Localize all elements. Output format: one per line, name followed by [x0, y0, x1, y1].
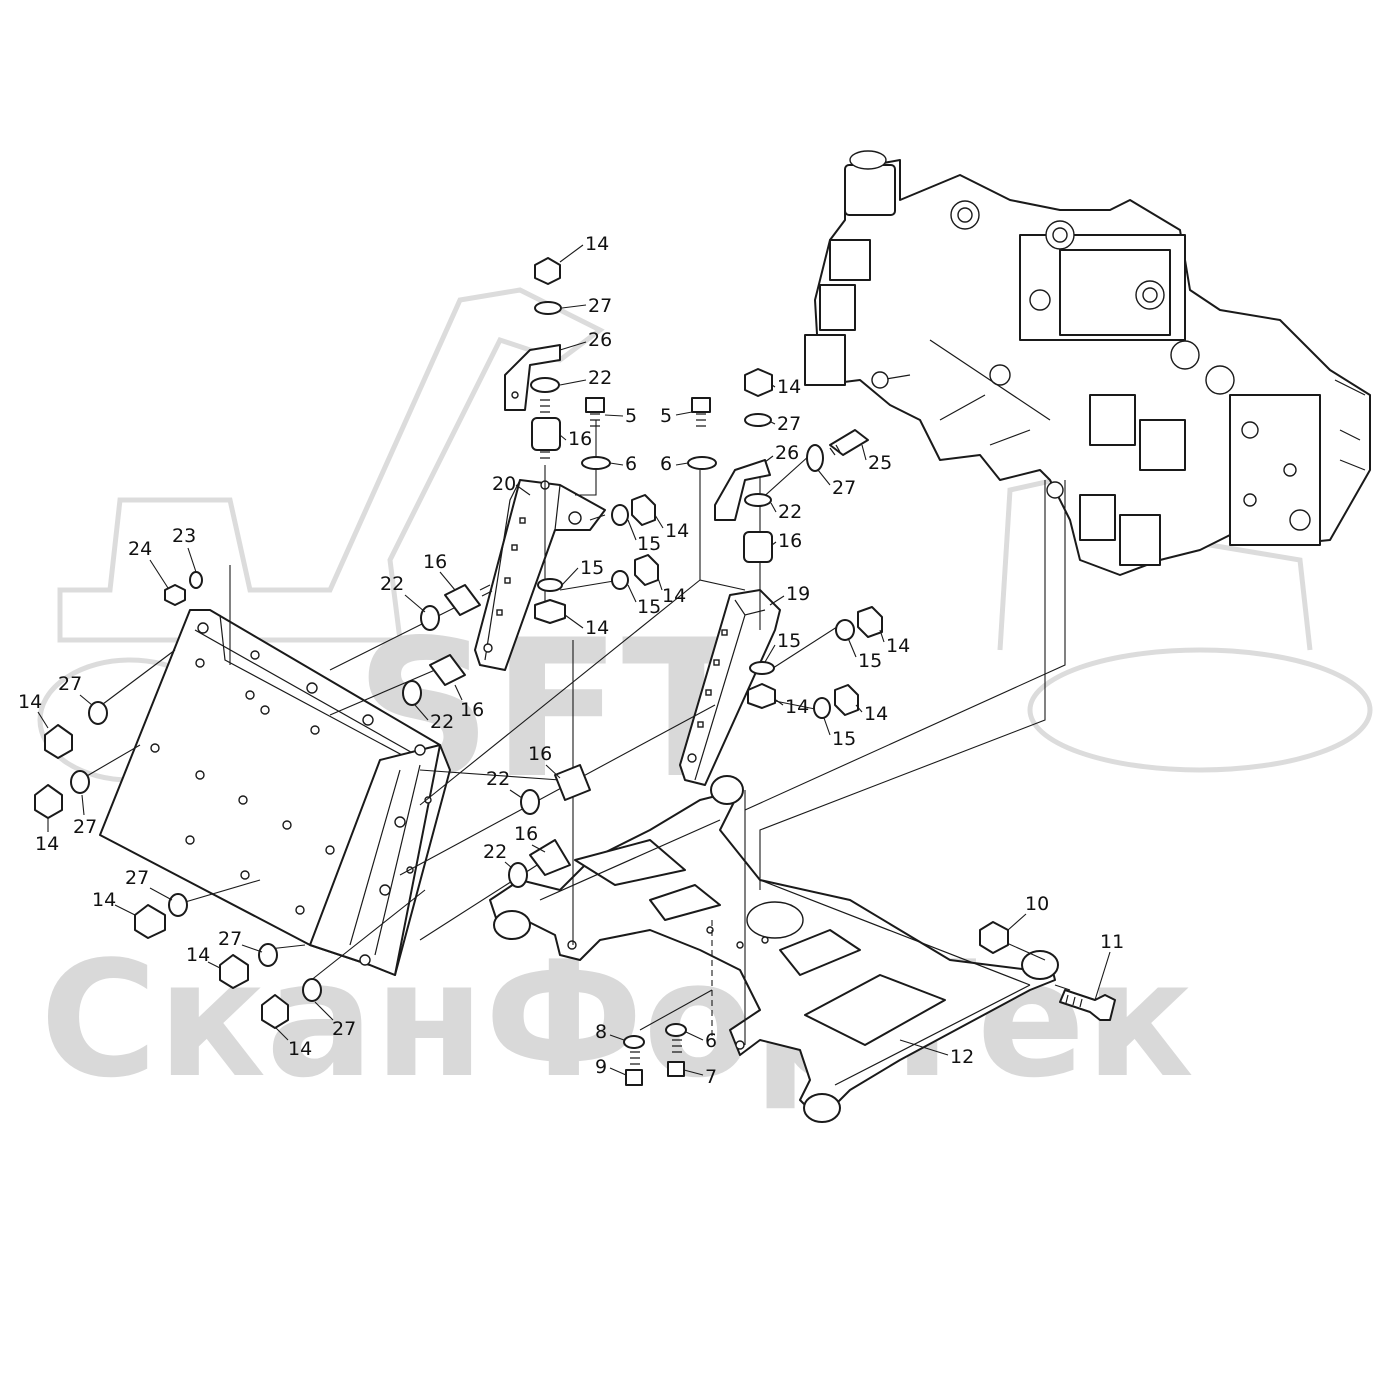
callout-label: 14: [864, 703, 888, 725]
valve-solenoid-3: [1139, 419, 1186, 471]
callout-label: 15: [637, 596, 661, 618]
callout-label: 6: [660, 453, 672, 475]
callout-label: 27: [588, 295, 612, 317]
callout-label: 27: [332, 1018, 356, 1040]
bracket-right: [679, 589, 781, 786]
main-frame: [489, 775, 1059, 1123]
callout-label: 11: [1100, 931, 1124, 953]
callout-label: 6: [705, 1030, 717, 1052]
callout-label: 15: [858, 650, 882, 672]
callout-label: 14: [18, 691, 42, 713]
callout-label: 16: [778, 530, 802, 552]
callout-label: 27: [125, 867, 149, 889]
callout-label: 19: [786, 583, 810, 605]
callout-label: 14: [585, 233, 609, 255]
callout-label: 16: [568, 428, 592, 450]
callout-label: 6: [625, 453, 637, 475]
callout-label: 22: [380, 573, 404, 595]
nut-14b: [744, 368, 773, 397]
callout-label: 14: [288, 1038, 312, 1060]
callout-label: 22: [486, 768, 510, 790]
washer-27: [534, 301, 562, 315]
callout-label: 5: [660, 405, 672, 427]
callout-label: 16: [528, 743, 552, 765]
callout-label: 14: [785, 696, 809, 718]
callout-label: 27: [218, 928, 242, 950]
callout-label: 22: [430, 711, 454, 733]
callout-label: 14: [665, 520, 689, 542]
hydraulic-valve-block: [804, 150, 1371, 576]
frame-bushing-top: [710, 775, 744, 805]
callout-label: 15: [580, 557, 604, 579]
washer-22: [530, 377, 560, 393]
callout-label: 16: [460, 699, 484, 721]
valve-end-cover: [1229, 394, 1321, 546]
mount-16b: [743, 531, 773, 563]
bolt-5b: [691, 397, 711, 413]
callout-label: 24: [128, 538, 152, 560]
callout-label: 15: [832, 728, 856, 750]
washer-6: [581, 456, 611, 470]
valve-solenoid-top: [844, 164, 896, 216]
callout-label: 12: [950, 1046, 974, 1068]
callout-label: 27: [832, 477, 856, 499]
callout-label: 27: [58, 673, 82, 695]
hardware: [34, 257, 1116, 1086]
callout-label: 14: [585, 617, 609, 639]
callout-label: 27: [777, 413, 801, 435]
callout-label: 23: [172, 525, 196, 547]
valve-solenoid-1: [829, 239, 871, 281]
callouts: 14 27 26 22 16 5 6 5 6 14 27 26 25 27 22…: [18, 233, 1124, 1088]
mount-16: [531, 417, 561, 451]
callout-label: 9: [595, 1056, 607, 1078]
washer-6b: [687, 456, 717, 470]
bolt-25: [829, 429, 869, 456]
callout-label: 26: [588, 329, 612, 351]
callout-label: 15: [637, 533, 661, 555]
callout-label: 10: [1025, 893, 1049, 915]
callout-label: 14: [777, 376, 801, 398]
callout-label: 26: [775, 442, 799, 464]
callout-label: 14: [662, 585, 686, 607]
callout-label: 14: [92, 889, 116, 911]
callout-label: 8: [595, 1021, 607, 1043]
callout-label: 16: [423, 551, 447, 573]
callout-label: 14: [186, 944, 210, 966]
washer-27c: [806, 444, 824, 472]
callout-label: 16: [514, 823, 538, 845]
callout-label: 22: [483, 841, 507, 863]
callout-label: 20: [492, 473, 516, 495]
washer-22b: [744, 493, 772, 507]
bolt-5: [585, 397, 605, 413]
callout-label: 27: [73, 816, 97, 838]
callout-label: 25: [868, 452, 892, 474]
frame-bushing-bottom: [803, 1093, 841, 1123]
clip-26b: [714, 459, 771, 521]
callout-label: 22: [588, 367, 612, 389]
callout-label: 22: [778, 501, 802, 523]
washer-27b: [744, 413, 772, 427]
nut-14: [534, 257, 561, 285]
callout-label: 14: [35, 833, 59, 855]
valve-solenoid-2: [1089, 394, 1136, 446]
watermark-machine-outline: [57, 287, 605, 643]
watermark-track-right: [1027, 647, 1373, 773]
callout-label: 14: [886, 635, 910, 657]
frame-bushing-left: [493, 910, 531, 940]
callout-label: 15: [777, 630, 801, 652]
callout-label: 5: [625, 405, 637, 427]
watermark-company: СканФорТек: [40, 926, 1194, 1113]
frame-bushing-right: [1021, 950, 1059, 980]
callout-label: 7: [705, 1066, 717, 1088]
clip-26: [504, 344, 561, 411]
